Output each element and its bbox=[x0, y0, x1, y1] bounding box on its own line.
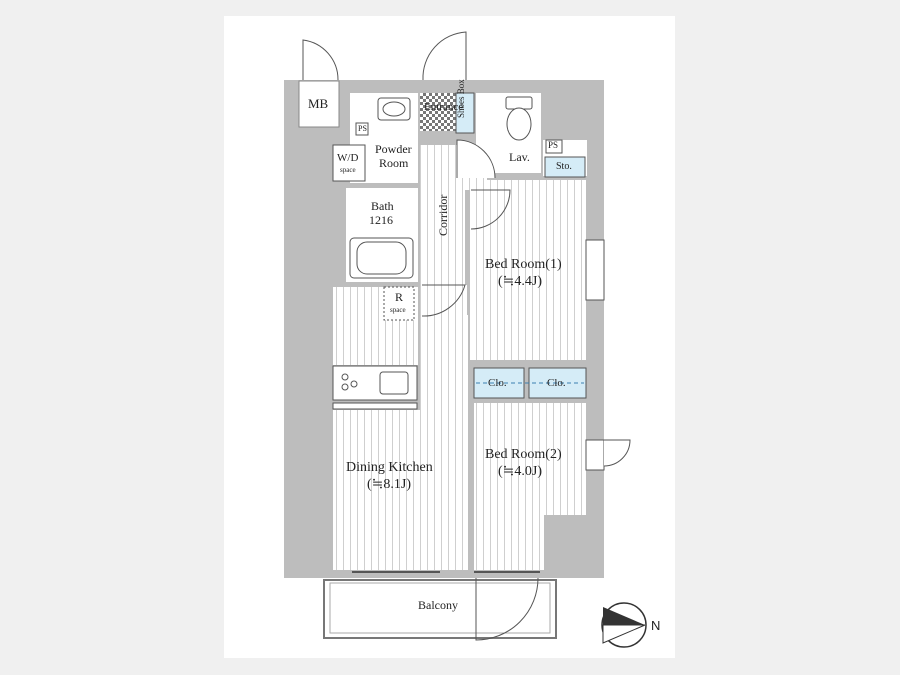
shoes-box-label: Shoes Box bbox=[456, 79, 466, 118]
bed1-door bbox=[470, 189, 511, 230]
lav-door bbox=[456, 139, 496, 179]
corridor-label: Corridor bbox=[436, 194, 450, 236]
bed-room-1-size: (≒4.4J) bbox=[498, 274, 543, 289]
closet-2-label: Clo. bbox=[547, 377, 566, 389]
toilet bbox=[505, 96, 533, 110]
bed-room-2-floor bbox=[474, 403, 586, 515]
bed-room-2-name: Bed Room(2) bbox=[485, 447, 562, 462]
wd-space-box bbox=[332, 144, 366, 182]
sto-closet bbox=[544, 156, 586, 178]
lav-label: Lav. bbox=[509, 150, 530, 164]
stove-burner bbox=[341, 373, 349, 381]
powder-room-label-line2: Room bbox=[379, 156, 409, 170]
balcony-door bbox=[475, 577, 539, 641]
dining-kitchen-name: Dining Kitchen bbox=[346, 460, 433, 475]
dk-door bbox=[421, 284, 466, 317]
bath-label-line1: Bath bbox=[371, 199, 394, 213]
entrance-door bbox=[422, 31, 467, 81]
mb-box bbox=[298, 80, 340, 128]
powder-room-label-line1: Powder bbox=[375, 142, 412, 156]
ps-box-2 bbox=[545, 139, 563, 154]
ps-label-1: PS bbox=[358, 124, 367, 133]
wd-label-line1: W/D bbox=[337, 152, 359, 164]
shoes-box bbox=[455, 92, 475, 134]
bath-label-line2: 1216 bbox=[369, 213, 393, 227]
window-bed2-side bbox=[585, 439, 605, 471]
bed2-exterior-door bbox=[603, 439, 631, 467]
closet-1-label: Clo. bbox=[488, 377, 507, 389]
entrance-label: Entrance bbox=[424, 101, 464, 113]
ps-label-2: PS bbox=[548, 140, 559, 150]
mb-label: MB bbox=[308, 96, 329, 111]
r-space-box bbox=[383, 286, 415, 321]
entrance-floor bbox=[420, 93, 456, 131]
balcony bbox=[323, 579, 557, 639]
sto-label: Sto. bbox=[556, 161, 572, 172]
r-space-label-line1: R bbox=[395, 290, 404, 304]
balcony-label: Balcony bbox=[418, 598, 458, 612]
bed-room-2-size: (≒4.0J) bbox=[498, 464, 543, 479]
kitchen-sink bbox=[379, 371, 409, 395]
ps-box-1 bbox=[355, 122, 369, 136]
window-bed1 bbox=[585, 239, 605, 301]
bed-room-1-name: Bed Room(1) bbox=[485, 257, 562, 272]
mb-door bbox=[302, 39, 339, 81]
compass-icon bbox=[601, 602, 647, 648]
dining-kitchen-size: (≒8.1J) bbox=[367, 477, 412, 492]
r-space-label-line2: space bbox=[390, 306, 406, 314]
bed-room-1-floor bbox=[470, 180, 586, 360]
north-label: N bbox=[651, 618, 661, 633]
wd-label-line2: space bbox=[340, 166, 356, 174]
